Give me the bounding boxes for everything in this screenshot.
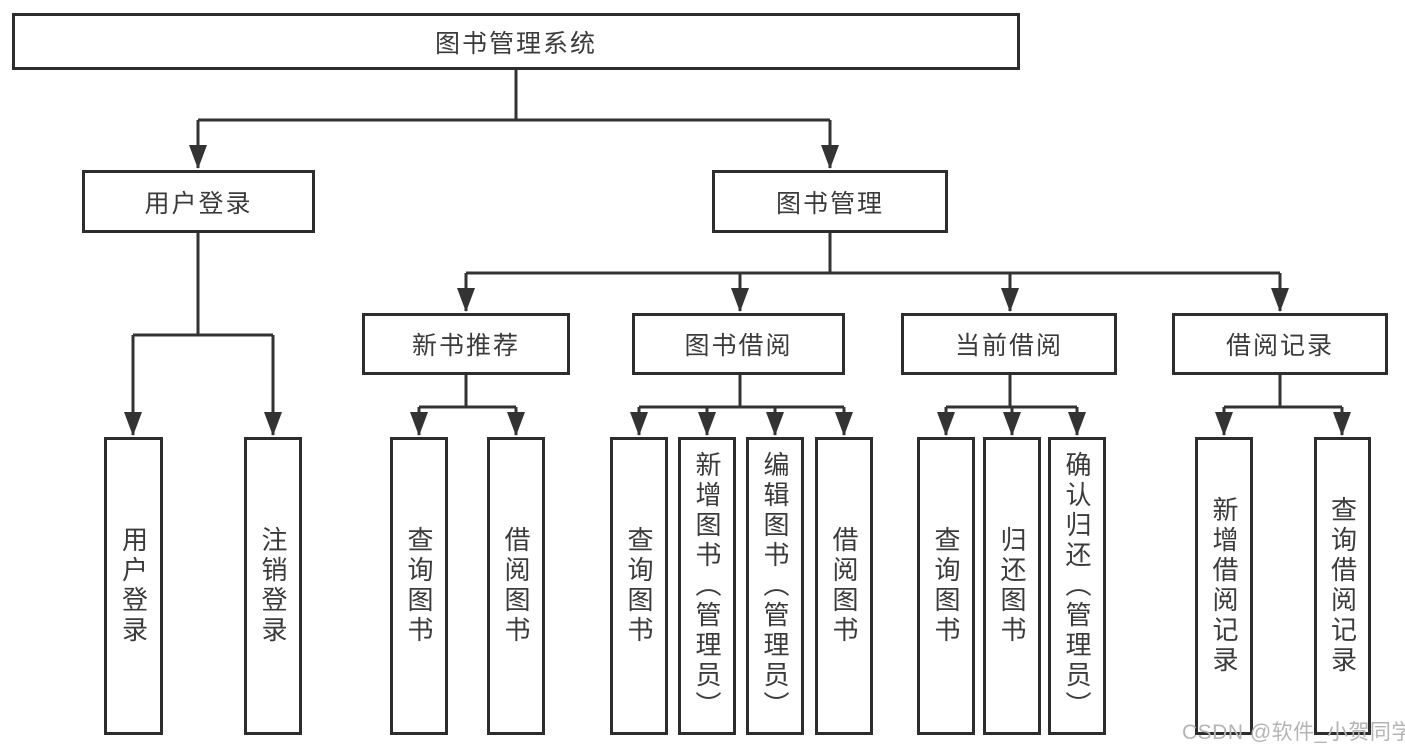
leaf-user-login-label: 用户登录 xyxy=(118,526,149,646)
leaf-user-login: 用户登录 xyxy=(104,437,163,735)
node-new-book-recommend-label: 新书推荐 xyxy=(411,332,520,360)
csdn-watermark: CSDN @软件_小贺同学 xyxy=(1182,721,1405,744)
leaf-borrow-borrow-books: 借阅图书 xyxy=(815,437,873,735)
connector-group xyxy=(124,70,1351,436)
leaf-borrow-add-books-admin: 新增图书（管理员） xyxy=(678,437,736,735)
leaf-logout: 注销登录 xyxy=(244,437,302,735)
node-current-borrow: 当前借阅 xyxy=(901,313,1117,375)
node-book-management-label: 图书管理 xyxy=(775,189,884,218)
node-borrow-records-label: 借阅记录 xyxy=(1225,332,1334,360)
leaf-logout-label: 注销登录 xyxy=(258,526,288,646)
node-user-login: 用户登录 xyxy=(82,170,315,233)
leaf-current-confirm-return-admin-label: 确认归还（管理员） xyxy=(1062,451,1092,721)
leaf-current-return-books-label: 归还图书 xyxy=(997,526,1027,646)
node-root: 图书管理系统 xyxy=(12,13,1020,70)
leaf-recommend-borrow-books: 借阅图书 xyxy=(487,437,545,735)
leaf-current-query-books: 查询图书 xyxy=(917,437,975,735)
leaf-records-query-record: 查询借阅记录 xyxy=(1314,437,1371,735)
leaf-recommend-query-books-label: 查询图书 xyxy=(404,526,434,646)
node-book-management: 图书管理 xyxy=(712,170,948,233)
leaf-records-query-record-label: 查询借阅记录 xyxy=(1327,496,1358,676)
node-book-borrow: 图书借阅 xyxy=(632,313,845,375)
node-root-label: 图书管理系统 xyxy=(434,29,597,58)
leaf-borrow-add-books-admin-label: 新增图书（管理员） xyxy=(692,451,722,721)
leaf-records-add-record: 新增借阅记录 xyxy=(1195,437,1253,735)
node-new-book-recommend: 新书推荐 xyxy=(362,313,570,375)
node-book-borrow-label: 图书借阅 xyxy=(684,332,793,360)
leaf-borrow-edit-books-admin: 编辑图书（管理员） xyxy=(746,437,804,735)
leaf-borrow-borrow-books-label: 借阅图书 xyxy=(829,526,859,646)
leaf-borrow-query-books: 查询图书 xyxy=(610,437,668,735)
leaf-borrow-query-books-label: 查询图书 xyxy=(624,526,654,646)
node-current-borrow-label: 当前借阅 xyxy=(954,332,1063,360)
leaf-current-confirm-return-admin: 确认归还（管理员） xyxy=(1048,437,1106,735)
leaf-recommend-borrow-books-label: 借阅图书 xyxy=(501,526,531,646)
leaf-records-add-record-label: 新增借阅记录 xyxy=(1209,496,1239,676)
leaf-borrow-edit-books-admin-label: 编辑图书（管理员） xyxy=(760,451,790,721)
leaf-current-query-books-label: 查询图书 xyxy=(931,526,961,646)
leaf-recommend-query-books: 查询图书 xyxy=(390,437,448,735)
leaf-current-return-books: 归还图书 xyxy=(983,437,1041,735)
node-borrow-records: 借阅记录 xyxy=(1172,313,1388,375)
node-user-login-label: 用户登录 xyxy=(144,189,253,218)
